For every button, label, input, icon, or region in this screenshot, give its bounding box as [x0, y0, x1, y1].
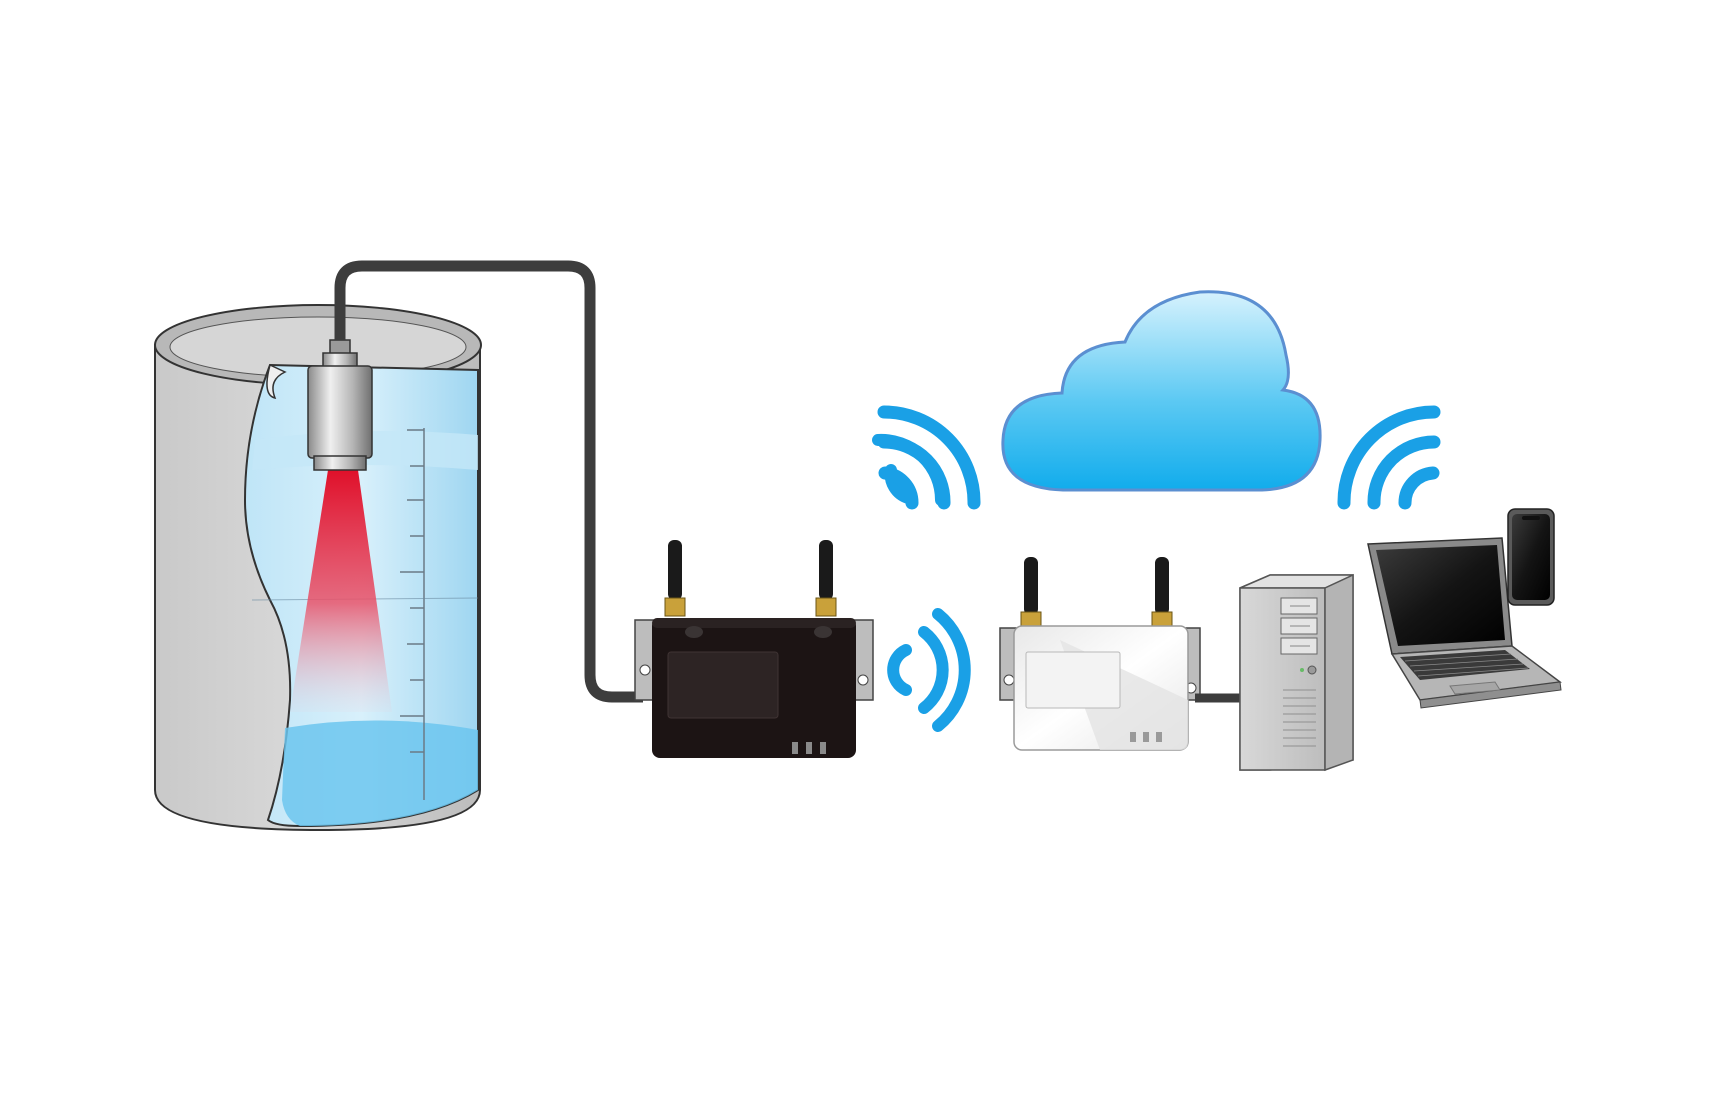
- cloud-icon: [1001, 290, 1322, 492]
- laser-beam: [290, 470, 392, 712]
- wireless-gateway-icon: [999, 557, 1201, 751]
- wireless-transmitter-icon: [634, 540, 874, 758]
- wifi-icon-left: [877, 405, 981, 510]
- desktop-tower-icon: [1239, 573, 1354, 772]
- tank-peel-edge: [266, 363, 287, 400]
- wifi-icon-middle: [887, 608, 971, 732]
- smartphone-icon: [1507, 508, 1555, 606]
- liquid-surface-bottom: [282, 720, 478, 826]
- tank-scale-ticks: [400, 429, 424, 753]
- laptop-icon: [1367, 537, 1562, 709]
- wifi-icon-right: [1337, 405, 1441, 510]
- cable-icon: [334, 260, 643, 703]
- laser-level-sensor-icon: [307, 339, 373, 471]
